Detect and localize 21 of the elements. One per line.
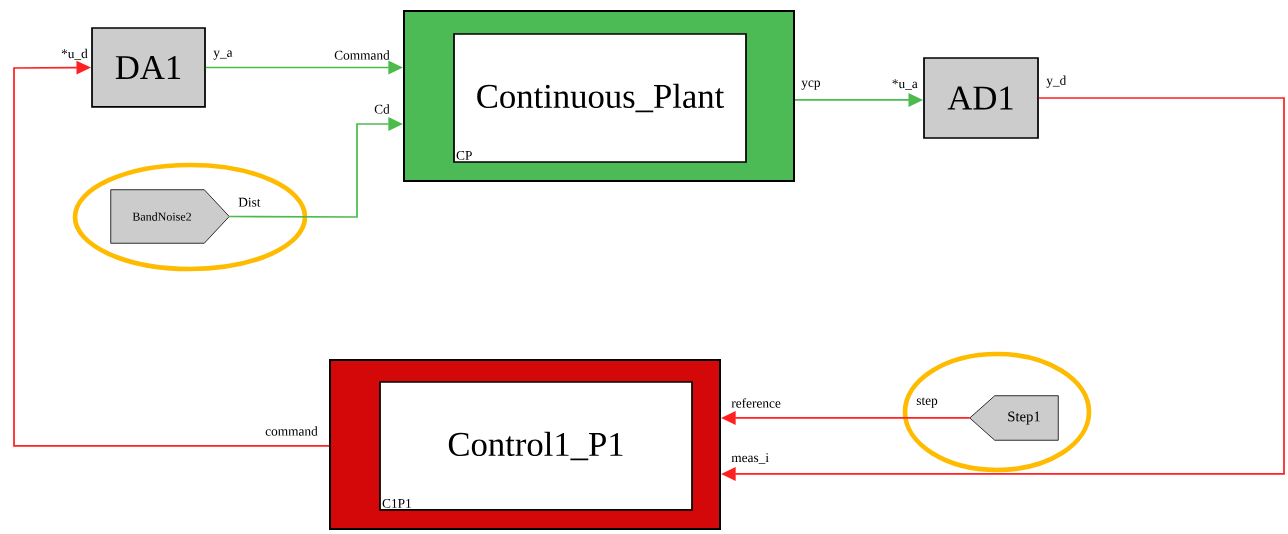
port-label: step xyxy=(916,397,938,408)
controller-block: Control1_P1 C1P1 xyxy=(379,381,693,511)
port-label: Cd xyxy=(374,104,390,114)
port-label: command xyxy=(265,426,318,436)
port-label: y_a xyxy=(213,50,233,60)
port-label: *u_a xyxy=(892,79,918,90)
arrow xyxy=(13,60,330,447)
source-block: Step1 xyxy=(969,395,1059,441)
converter-block: DA1 xyxy=(91,27,206,108)
highlight-ellipse xyxy=(72,162,308,272)
port-label: meas_i xyxy=(731,453,769,464)
port-label: y_d xyxy=(1046,75,1067,88)
port-label: Dist xyxy=(238,197,261,207)
port-label: reference xyxy=(731,398,781,408)
highlight-ellipse xyxy=(902,351,1092,473)
port-label: ycp xyxy=(801,80,820,90)
source-block: BandNoise2 xyxy=(110,189,230,244)
port-label: Command xyxy=(334,50,390,60)
port-label: *u_d xyxy=(61,48,88,60)
converter-block: AD1 xyxy=(923,57,1039,139)
plant-block: Continuous_Plant CP xyxy=(453,33,747,163)
